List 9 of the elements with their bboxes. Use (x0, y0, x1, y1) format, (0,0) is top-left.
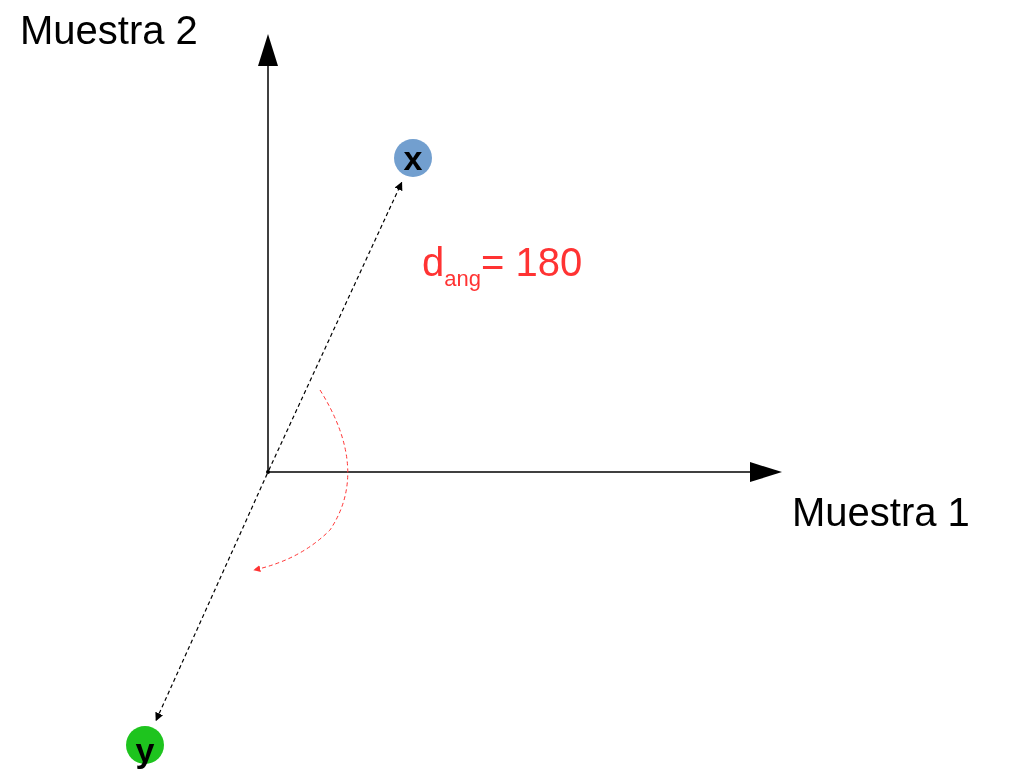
dotted-arrow (155, 473, 268, 722)
point-label: x (403, 141, 423, 175)
axis-label: Muestra 2 (20, 10, 198, 50)
distance-label: d$_{ang}$= 180 (422, 242, 583, 290)
origin-point (266, 470, 270, 474)
axis-label: Muestra 1 (792, 492, 970, 532)
dotted-arrow (268, 181, 403, 471)
point-circle (394, 139, 432, 177)
point-label: y (135, 733, 155, 767)
